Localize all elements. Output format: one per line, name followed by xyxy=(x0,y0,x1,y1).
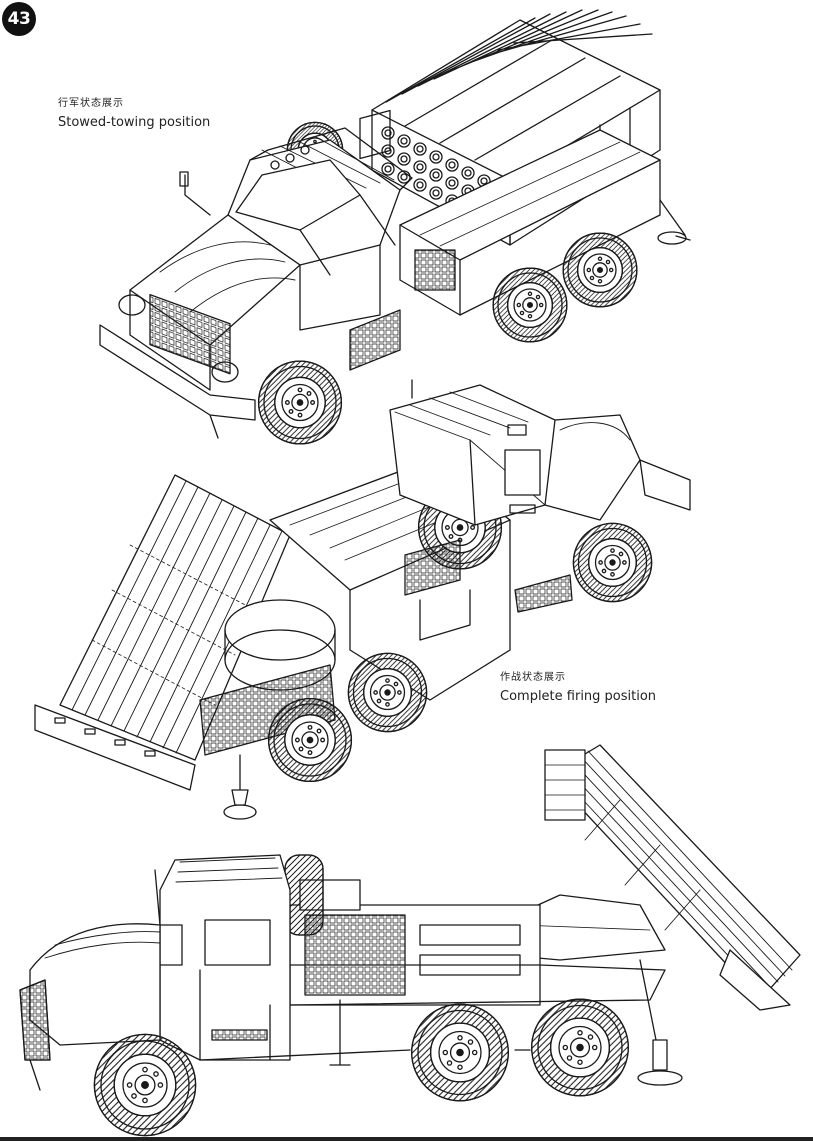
firing-vehicle-drawing xyxy=(35,380,690,819)
side-cab xyxy=(155,855,290,1060)
stowed-caption: 行军状态展示 Stowed-towing position xyxy=(58,98,210,131)
firing-launcher-pack xyxy=(35,475,290,790)
bottom-page-rule xyxy=(0,1137,813,1141)
stowed-caption-cn: 行军状态展示 xyxy=(58,98,124,109)
firing-caption-en: Complete firing position xyxy=(500,688,657,704)
stowed-vehicle-drawing xyxy=(100,10,690,445)
firing-caption: 作战状态展示 Complete firing position xyxy=(500,672,656,705)
page-number-badge: 43 xyxy=(2,2,36,36)
page-number: 43 xyxy=(7,9,31,29)
stowed-caption-en: Stowed-towing position xyxy=(58,114,211,130)
side-vehicle-drawing xyxy=(20,745,800,1137)
firing-caption-cn: 作战状态展示 xyxy=(500,672,566,683)
side-launcher-pack xyxy=(545,745,800,1010)
firing-cab xyxy=(390,380,690,595)
stowed-cab xyxy=(180,110,412,370)
